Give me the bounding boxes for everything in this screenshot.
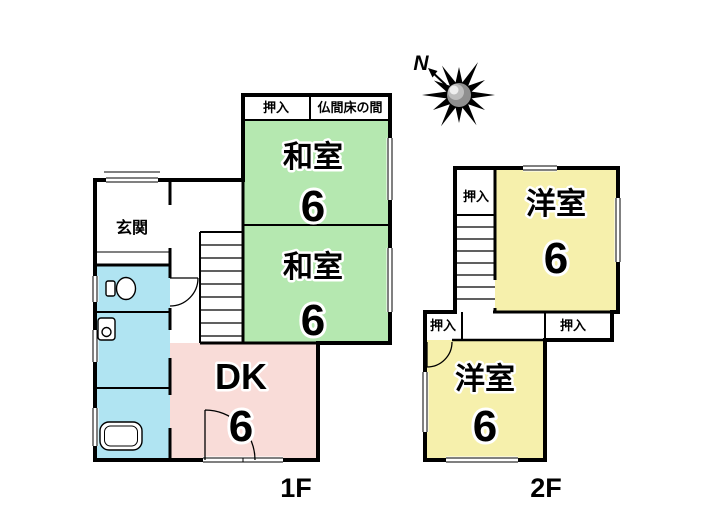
toilet-tank-icon: [105, 280, 116, 297]
window-yoshitsu1-right: [614, 198, 622, 262]
compass: N: [413, 52, 495, 127]
window-toilet-lines: [92, 276, 98, 302]
label-oshiire-2f-right: 押入: [560, 318, 586, 333]
window-yoshitsu2-bottom-lines: [446, 457, 518, 463]
room-yoshitsu-1: [495, 168, 618, 312]
stair-steps-2f: [455, 226, 495, 300]
window-yoshitsu1-top: [523, 164, 557, 172]
stairs-1f: [200, 244, 243, 337]
window-yoshitsu1-top-lines: [523, 165, 557, 171]
label-dk-size: 6: [229, 402, 253, 451]
window-yoshitsu2-left-lines: [422, 372, 428, 432]
door-arcs: [169, 277, 453, 461]
label-yoshitsu1-size: 6: [544, 234, 568, 283]
room-washitsu-1: [243, 120, 390, 225]
window-toilet: [91, 276, 99, 302]
windows: [91, 138, 622, 464]
stair-steps-1f: [200, 244, 243, 337]
washbasin-drain-icon: [101, 326, 112, 338]
window-washitsu2: [386, 248, 394, 312]
entrance-door-lines: [104, 171, 160, 183]
label-butsuma-tokonoma: 仏間床の間: [317, 100, 382, 115]
room-fills: [95, 120, 618, 460]
door-arc-dk: [204, 409, 256, 461]
bathtub-inner-icon: [104, 425, 138, 447]
north-arrow-head: [428, 68, 438, 78]
walls-floor2: [423, 166, 620, 462]
label-floor2: 2F: [530, 473, 562, 503]
stair-enclosure-1f: [199, 231, 243, 343]
label-dk-name: DK: [215, 356, 267, 397]
room-washitsu-2: [243, 225, 390, 343]
labels-floor1: 押入 仏間床の間 和室 6 和室 6 玄関 DK 6 1F: [114, 99, 384, 504]
north-label: N: [413, 52, 429, 75]
door-arc-yoshitsu2: [426, 341, 453, 368]
window-yoshitsu2-bottom: [446, 456, 518, 464]
label-washitsu2-name: 和室: [283, 250, 343, 284]
window-yoshitsu1-right-lines: [615, 198, 621, 262]
window-washroom: [91, 330, 99, 362]
label-washitsu1-name: 和室: [283, 140, 343, 174]
door-arc-toilet: [169, 277, 199, 307]
window-washitsu1: [386, 138, 394, 200]
label-genkan: 玄関: [116, 218, 148, 237]
label-washitsu2-size: 6: [301, 296, 325, 345]
toilet-bowl-icon: [115, 276, 137, 301]
window-washitsu2-lines: [387, 248, 393, 312]
label-oshiire-1f: 押入: [263, 100, 289, 115]
window-washroom-lines: [92, 330, 98, 362]
bathtub-icon: [99, 421, 143, 451]
window-yoshitsu2-left: [421, 372, 429, 432]
window-bathroom: [91, 408, 99, 446]
compass-core-highlight: [449, 85, 459, 95]
label-oshiire-2f-left: 押入: [430, 318, 456, 333]
label-yoshitsu1-name: 洋室: [526, 187, 586, 221]
label-washitsu1-size: 6: [301, 182, 325, 231]
labels-floor2: 押入 洋室 6 押入 押入 洋室 6 2F: [428, 185, 588, 504]
label-floor1: 1F: [280, 473, 312, 503]
label-oshiire-2f-top: 押入: [463, 189, 489, 204]
window-washitsu1-lines: [387, 138, 393, 200]
label-yoshitsu2-name: 洋室: [455, 362, 515, 396]
stairs-2f: [455, 226, 495, 300]
fixtures: [97, 276, 143, 451]
entrance-door: [106, 176, 158, 184]
sliding-door-dk-lines: [203, 457, 283, 463]
label-yoshitsu2-size: 6: [473, 402, 497, 451]
room-dk: [170, 343, 318, 460]
window-bathroom-lines: [92, 408, 98, 446]
